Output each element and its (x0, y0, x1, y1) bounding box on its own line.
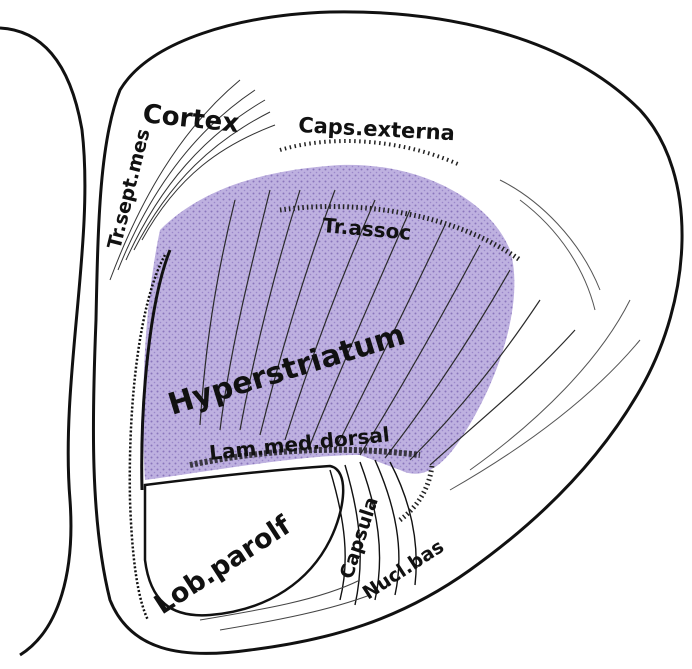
left-hemisphere-outline (0, 28, 85, 655)
